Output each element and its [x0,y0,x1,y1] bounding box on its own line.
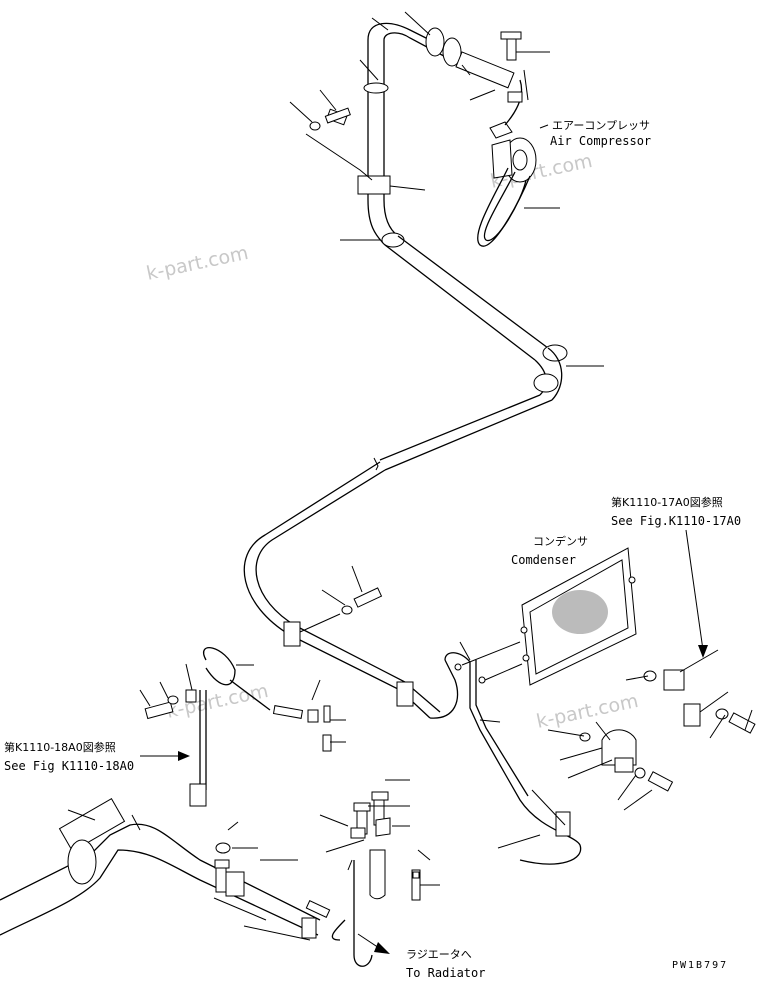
compressor-fittings [425,27,523,139]
radiator-arrow [357,933,390,954]
upper-hose [357,22,568,471]
air-compressor-label: Air Compressor [550,134,651,148]
drive-belt [477,167,531,247]
central-fittings [319,779,440,901]
ref-arrow-left [140,751,190,761]
bolt-middle [299,565,383,633]
condenser [520,547,637,686]
left-lower-parts [139,647,346,807]
to-radiator-label: To Radiator [406,966,485,980]
watermark: k-part.com [534,690,640,733]
to-radiator-label-jp: ラジエータへ [406,948,472,961]
watermark: k-part.com [164,680,270,723]
ref-fig-17a0-jp: 第K1110-17A0図参照 [611,495,723,509]
middle-hose [243,461,459,719]
bolt [309,107,351,131]
air-compressor-label-jp: エアーコンプレッサ [552,119,650,132]
leaders-top [289,11,604,367]
right-clamp-parts [547,649,756,811]
condenser-label: Comdenser [511,553,576,567]
ref-fig-18a0-jp: 第K1110-18A0図参照 [4,740,116,754]
condenser-hoses [444,641,582,865]
air-compressor [491,137,537,183]
watermark: k-part.com [144,242,250,285]
drawing-code: PW1B797 [672,960,728,971]
lower-hose [0,798,373,967]
ref-fig-17a0: See Fig.K1110-17A0 [611,514,741,528]
ref-fig-18a0: See Fig K1110-18A0 [4,759,134,773]
ref-arrow-right [685,529,708,658]
condenser-label-jp: コンデンサ [533,534,588,548]
